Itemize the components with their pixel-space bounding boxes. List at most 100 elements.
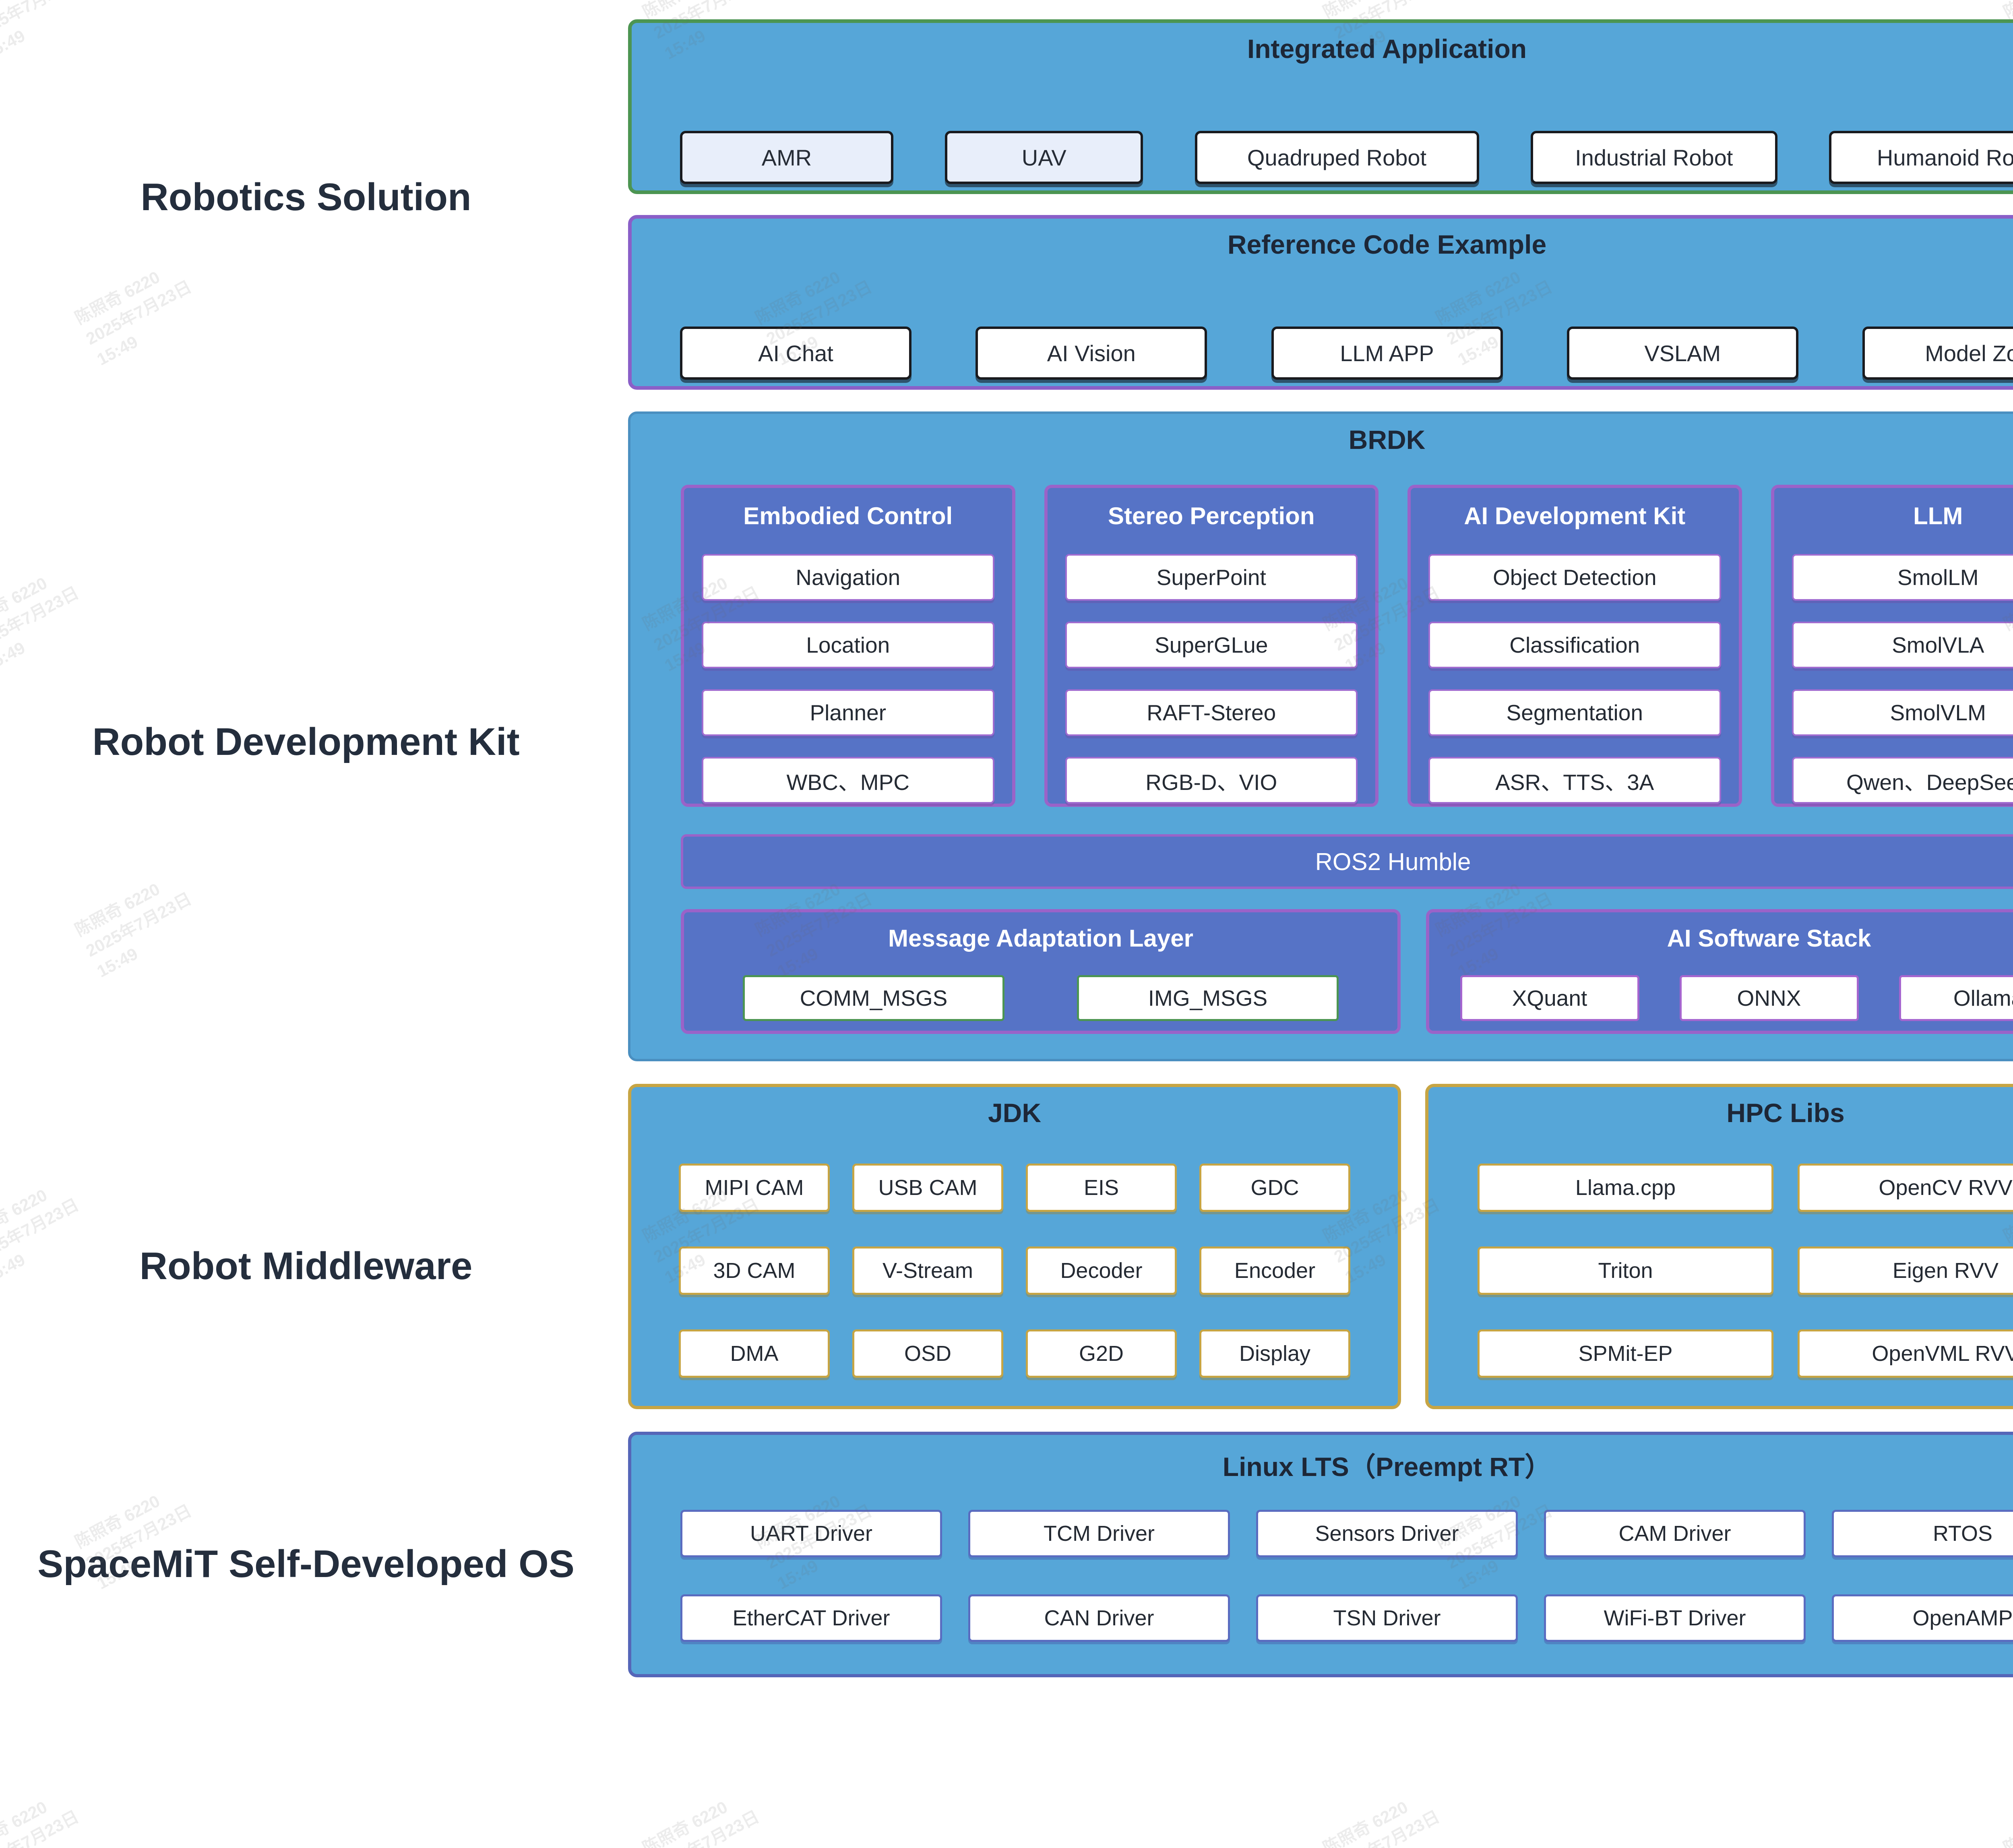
btn-navigation[interactable]: Navigation [702,554,994,601]
linux-driver-row-2: EtherCAT Driver CAN Driver TSN Driver Wi… [631,1594,2013,1642]
btn-g2d[interactable]: G2D [1026,1329,1177,1378]
btn-mipi-cam[interactable]: MIPI CAM [679,1164,830,1212]
linux-lts-panel: Linux LTS（Preempt RT） UART Driver TCM Dr… [628,1432,2013,1677]
btn-smolvlm[interactable]: SmolVLM [1792,689,2013,736]
btn-raft-stereo[interactable]: RAFT-Stereo [1065,689,1358,736]
btn-can-driver[interactable]: CAN Driver [968,1594,1230,1642]
app-button-amr[interactable]: AMR [680,131,893,184]
btn-encoder[interactable]: Encoder [1199,1246,1350,1295]
stereo-perception-title: Stereo Perception [1108,502,1315,529]
hpc-libs-buttons: Llama.cpp OpenCV RVV Triton Eigen RVV SP… [1478,1164,2013,1378]
llm-buttons: SmolLM SmolVLA SmolVLM Qwen、DeepSeek [1792,554,2013,804]
btn-onnx[interactable]: ONNX [1679,975,1859,1021]
message-adaptation-layer-title: Message Adaptation Layer [888,925,1193,952]
btn-3d-cam[interactable]: 3D CAM [679,1246,830,1295]
btn-v-stream[interactable]: V-Stream [852,1246,1003,1295]
label-robot-middleware: Robot Middleware [139,1244,473,1288]
btn-planner[interactable]: Planner [702,689,994,736]
btn-sensors-driver[interactable]: Sensors Driver [1256,1510,1518,1557]
brdk-panel: BRDK Embodied Control Navigation Locatio… [628,411,2013,1061]
btn-rtos[interactable]: RTOS [1832,1510,2013,1557]
btn-comm-msgs[interactable]: COMM_MSGS [743,975,1004,1021]
btn-cam-driver[interactable]: CAM Driver [1544,1510,1806,1557]
btn-wbc-mpc[interactable]: WBC、MPC [702,757,994,804]
btn-superglue[interactable]: SuperGLue [1065,622,1358,668]
llm-title: LLM [1913,502,1963,529]
btn-eigen-rvv[interactable]: Eigen RVV [1798,1246,2013,1295]
btn-spmit-ep[interactable]: SPMit-EP [1478,1329,1773,1378]
btn-xquant[interactable]: XQuant [1460,975,1639,1021]
app-button-uav[interactable]: UAV [945,131,1143,184]
btn-smollm[interactable]: SmolLM [1792,554,2013,601]
btn-opencv-rvv[interactable]: OpenCV RVV [1798,1164,2013,1212]
ref-button-ai-chat[interactable]: AI Chat [680,327,911,380]
btn-uart-driver[interactable]: UART Driver [680,1510,942,1557]
btn-classification[interactable]: Classification [1428,622,1721,668]
btn-superpoint[interactable]: SuperPoint [1065,554,1358,601]
message-adaptation-buttons: COMM_MSGS IMG_MSGS [684,975,1397,1021]
btn-tsn-driver[interactable]: TSN Driver [1256,1594,1518,1642]
app-button-quadruped-robot[interactable]: Quadruped Robot [1195,131,1479,184]
app-button-humanoid-robot[interactable]: Humanoid Robot [1829,131,2013,184]
btn-rgbd-vio[interactable]: RGB-D、VIO [1065,757,1358,804]
ref-button-ai-vision[interactable]: AI Vision [975,327,1207,380]
jdk-panel: JDK MIPI CAM USB CAM EIS GDC 3D CAM V-St… [628,1084,1401,1409]
ref-button-llm-app[interactable]: LLM APP [1271,327,1503,380]
btn-gdc[interactable]: GDC [1199,1164,1350,1212]
btn-location[interactable]: Location [702,622,994,668]
btn-usb-cam[interactable]: USB CAM [852,1164,1003,1212]
ai-software-stack-buttons: XQuant ONNX Ollama [1429,975,2013,1021]
btn-tcm-driver[interactable]: TCM Driver [968,1510,1230,1557]
btn-decoder[interactable]: Decoder [1026,1246,1177,1295]
linux-driver-row-1: UART Driver TCM Driver Sensors Driver CA… [631,1510,2013,1557]
btn-ollama[interactable]: Ollama [1899,975,2013,1021]
btn-openvml-rvv[interactable]: OpenVML RVV [1798,1329,2013,1378]
ai-development-kit-buttons: Object Detection Classification Segmenta… [1428,554,1721,804]
integrated-application-panel: Integrated Application AMR UAV Quadruped… [628,19,2013,194]
btn-triton[interactable]: Triton [1478,1246,1773,1295]
ref-button-model-zoo[interactable]: Model Zoo [1862,327,2013,380]
embodied-control-buttons: Navigation Location Planner WBC、MPC [702,554,994,804]
ai-software-stack-panel: AI Software Stack XQuant ONNX Ollama [1426,909,2013,1034]
ai-development-kit-title: AI Development Kit [1464,502,1686,529]
btn-img-msgs[interactable]: IMG_MSGS [1077,975,1339,1021]
label-robot-development-kit: Robot Development Kit [92,720,520,763]
ref-button-vslam[interactable]: VSLAM [1567,327,1798,380]
integrated-application-buttons: AMR UAV Quadruped Robot Industrial Robot… [632,131,2013,184]
integrated-application-title: Integrated Application [1247,34,1527,64]
linux-lts-title: Linux LTS（Preempt RT） [1222,1452,1552,1482]
btn-openamp[interactable]: OpenAMP [1832,1594,2013,1642]
app-button-industrial-robot[interactable]: Industrial Robot [1530,131,1777,184]
btn-qwen-deepseek[interactable]: Qwen、DeepSeek [1792,757,2013,804]
label-robotics-solution: Robotics Solution [141,176,471,219]
btn-wifi-bt-driver[interactable]: WiFi-BT Driver [1544,1594,1806,1642]
brdk-columns: Embodied Control Navigation Location Pla… [681,485,2013,807]
btn-asr-tts-3a[interactable]: ASR、TTS、3A [1428,757,1721,804]
btn-display[interactable]: Display [1199,1329,1350,1378]
btn-llama-cpp[interactable]: Llama.cpp [1478,1164,1773,1212]
btn-eis[interactable]: EIS [1026,1164,1177,1212]
brdk-column-llm: LLM SmolLM SmolVLA SmolVLM Qwen、DeepSeek [1771,485,2013,807]
hpc-libs-panel: HPC Libs Llama.cpp OpenCV RVV Triton Eig… [1425,1084,2013,1409]
brdk-title: BRDK [1348,425,1426,455]
btn-object-detection[interactable]: Object Detection [1428,554,1721,601]
brdk-column-ai-development-kit: AI Development Kit Object Detection Clas… [1407,485,1742,807]
jdk-title: JDK [988,1098,1042,1128]
reference-code-buttons: AI Chat AI Vision LLM APP VSLAM Model Zo… [632,327,2013,380]
ros2-humble-bar: ROS2 Humble [681,834,2013,889]
btn-osd[interactable]: OSD [852,1329,1003,1378]
btn-dma[interactable]: DMA [679,1329,830,1378]
jdk-buttons: MIPI CAM USB CAM EIS GDC 3D CAM V-Stream… [679,1164,1350,1378]
btn-smolvla[interactable]: SmolVLA [1792,622,2013,668]
btn-ethercat-driver[interactable]: EtherCAT Driver [680,1594,942,1642]
message-adaptation-layer-panel: Message Adaptation Layer COMM_MSGS IMG_M… [681,909,1401,1034]
label-spacemit-os: SpaceMiT Self-Developed OS [37,1542,575,1585]
btn-segmentation[interactable]: Segmentation [1428,689,1721,736]
ai-software-stack-title: AI Software Stack [1667,925,1871,952]
